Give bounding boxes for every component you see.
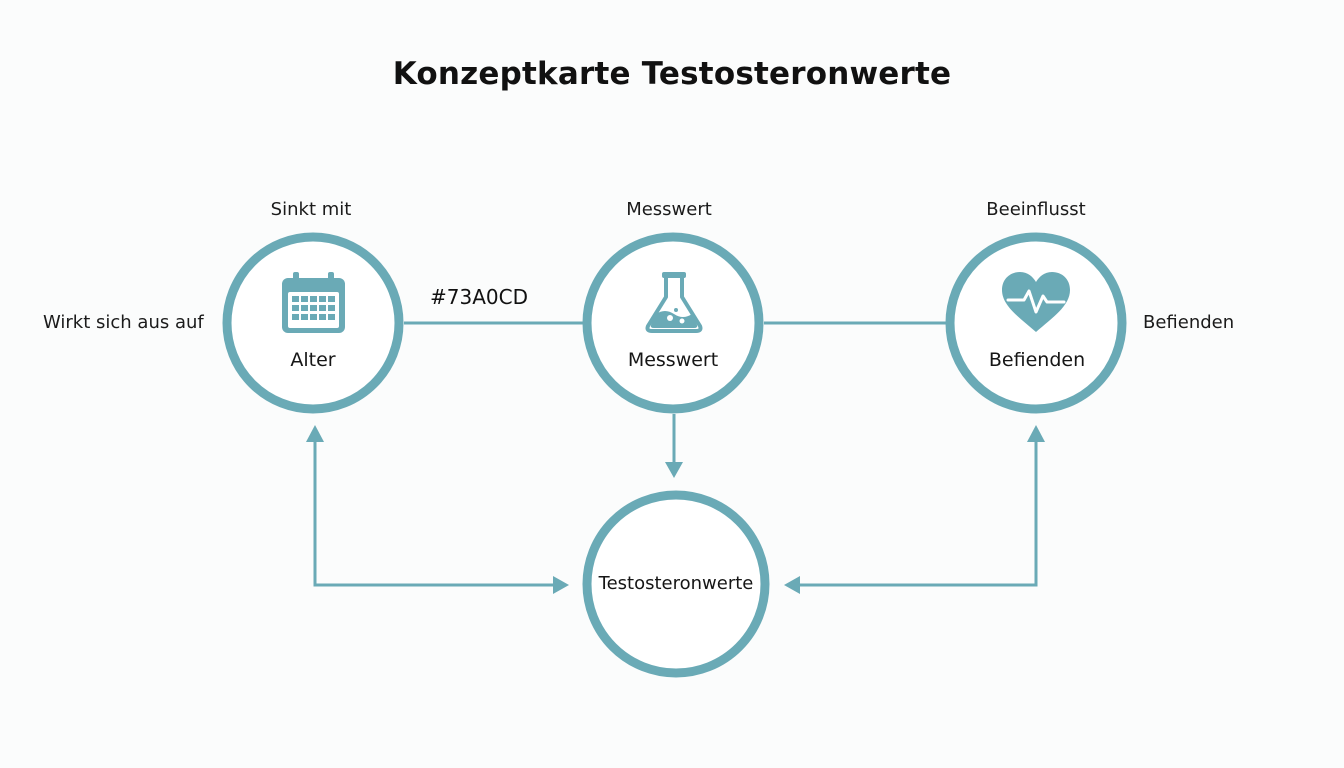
- node-testosteron: [582, 490, 770, 678]
- page-title: Konzeptkarte Testosteronwerte: [392, 56, 952, 92]
- arrowhead-up-left: [306, 425, 324, 442]
- calendar-icon: [282, 272, 345, 333]
- node-befinden-label: Befienden: [988, 349, 1086, 371]
- arrowhead-down: [665, 462, 683, 478]
- arrowhead-up-right: [1027, 425, 1045, 442]
- edge-label: #73A0CD: [430, 285, 528, 309]
- arrowhead-right-left: [553, 576, 569, 594]
- heart-pulse-icon: [1002, 272, 1070, 332]
- alter-top-label: Sinkt mit: [270, 199, 352, 220]
- befinden-top-label: Beeinflusst: [986, 199, 1086, 220]
- node-testosteron-label: Testosteronwerte: [598, 573, 754, 594]
- flask-icon: [645, 272, 703, 333]
- edge-testosteron-alter: [313, 438, 555, 587]
- node-messwert-label: Messwert: [627, 349, 719, 371]
- node-alter-label: Alter: [290, 349, 336, 371]
- right-side-label: Befienden: [1143, 312, 1235, 333]
- left-side-label: Wirkt sich aus auf: [43, 312, 204, 333]
- messwert-top-label: Messwert: [626, 199, 712, 220]
- edge-testosteron-befinden: [798, 438, 1038, 587]
- arrowhead-left-right: [784, 576, 800, 594]
